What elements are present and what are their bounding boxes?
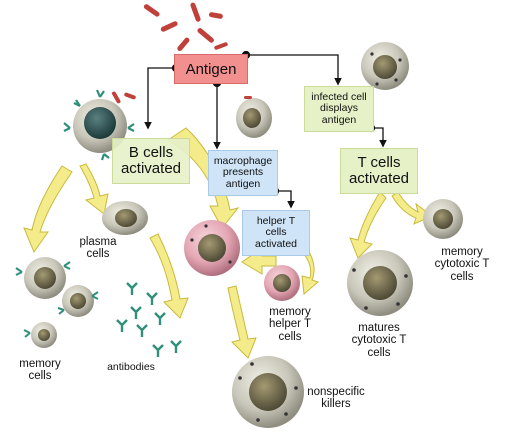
macrophage-box: macrophage presents antigen — [208, 150, 278, 196]
arrow-helper-to-killers — [227, 285, 257, 359]
memory-helper-cell — [264, 265, 300, 301]
helper-t-cells-box: helper T cells activated — [242, 210, 310, 256]
memory-cytotoxic-t-cells-label: memory cytotoxic T cells — [434, 246, 490, 283]
plasma-cells-label: plasma cells — [79, 236, 117, 261]
t-cells-activated-label: T cells activated — [348, 153, 410, 187]
antigen-box: Antigen — [174, 54, 248, 84]
nonspecific-killers-label: nonspecific killers — [307, 386, 365, 411]
arrow-bcell-to-plasma — [79, 163, 109, 215]
plasma-cell — [102, 201, 148, 235]
mature-cytotoxic-t-cell — [347, 250, 413, 316]
helper-cell-pink — [184, 220, 240, 276]
memory-helper-t-cells-label: memory helper T cells — [269, 306, 311, 343]
memory-b-cells — [15, 257, 99, 348]
macrophage-label: macrophage presents antigen — [213, 154, 273, 190]
memory-cytotoxic-t-cell — [423, 199, 463, 239]
nonspecific-killer-cell — [232, 356, 304, 428]
b-cells-activated-box: B cells activated — [112, 138, 190, 184]
arrow-bcell-to-helper — [167, 127, 240, 229]
antigen-label: Antigen — [185, 60, 237, 78]
yellow-arrows — [23, 127, 433, 359]
arrow-tcell-to-mature — [349, 191, 387, 259]
b-cells-activated-label: B cells activated — [120, 144, 182, 177]
arrow-bcell-to-memory — [23, 165, 73, 254]
helper-t-cells-label: helper T cells activated — [254, 214, 298, 250]
infected-cell-box: infected cell displays antigen — [304, 86, 374, 132]
arrow-helper-to-memory — [301, 249, 319, 295]
infected-cell-label: infected cell displays antigen — [311, 90, 367, 126]
matures-cytotoxic-t-cells-label: matures cytotoxic T cells — [351, 322, 407, 359]
arrow-tcell-to-memory — [391, 191, 433, 225]
antibody-molecules — [116, 282, 182, 357]
antibodies-label: antibodies — [107, 361, 155, 373]
memory-cells-label: memory cells — [19, 358, 61, 383]
infected-cell — [361, 42, 409, 90]
t-cells-activated-box: T cells activated — [340, 148, 418, 194]
macrophage — [236, 96, 272, 138]
arrow-plasma-to-antibodies — [149, 233, 189, 319]
